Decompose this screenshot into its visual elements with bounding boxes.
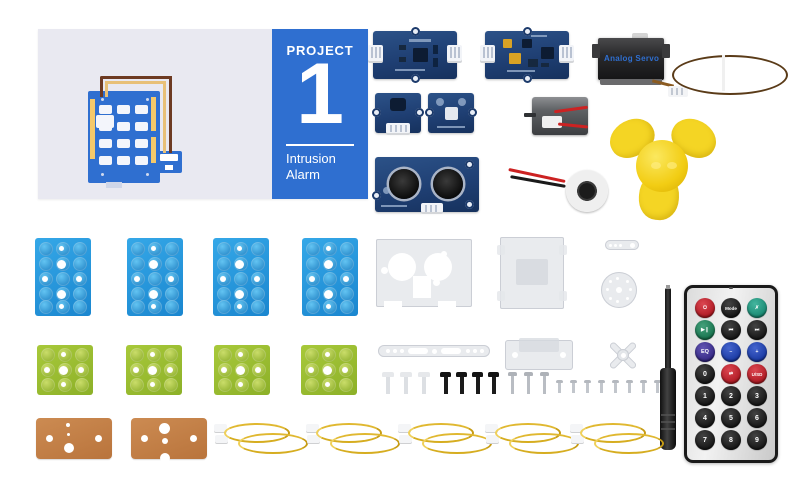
wire-tan-down [163, 81, 166, 153]
remote-six-button[interactable]: 6 [747, 408, 767, 428]
grove-driver-board [480, 27, 574, 83]
grove-ir-receiver-board [372, 93, 424, 135]
speaker-wire [508, 167, 570, 194]
green-building-brick [37, 345, 93, 395]
servo-horn-single-arm [605, 240, 639, 250]
white-plastic-screw [418, 372, 430, 394]
servo-horn-round-disc [601, 272, 637, 308]
remote-ir-led [729, 287, 733, 289]
small-silver-screw [640, 380, 647, 393]
motor-connector [542, 116, 562, 128]
fiberboard-plate-left [36, 418, 112, 459]
remote-power-button[interactable]: ⏻ [695, 298, 715, 318]
grove-cable [214, 422, 310, 454]
grove-pir-motion-sensor-board [425, 93, 477, 133]
acrylic-motor-bracket-plate [497, 237, 567, 309]
remote-play-pause-button[interactable]: ▶❙ [695, 320, 715, 340]
remote-eight-button[interactable]: 8 [721, 430, 741, 450]
analog-servo: Analog Servo [592, 33, 688, 97]
blue-building-brick [127, 238, 183, 316]
small-silver-screw [654, 380, 661, 393]
wire-dark-down [169, 76, 172, 153]
wire-dark [100, 77, 103, 97]
servo-horn-cross [604, 336, 642, 374]
white-plastic-screw [382, 372, 394, 394]
project-card: PROJECT 1 Intrusion Alarm [38, 29, 368, 199]
grey-machine-screw [524, 372, 533, 394]
remote-nine-button[interactable]: 9 [747, 430, 767, 450]
fiberboard-plate-right [131, 418, 207, 463]
green-building-brick [301, 345, 357, 395]
remote-next-button[interactable]: ⏭ [747, 320, 767, 340]
speaker-buzzer [566, 170, 608, 212]
black-plastic-rivet [472, 372, 483, 394]
small-silver-screw [598, 380, 605, 393]
project-subtitle-line1: Intrusion [286, 151, 336, 166]
black-plastic-rivet [440, 372, 451, 394]
acrylic-long-bracket [378, 345, 490, 357]
remote-repeat-button[interactable]: ⇄ [721, 364, 741, 384]
remote-three-button[interactable]: 3 [747, 386, 767, 406]
fan-blade [603, 110, 723, 222]
project-card-panel: PROJECT 1 Intrusion Alarm [272, 29, 368, 199]
grey-machine-screw [540, 372, 549, 394]
green-building-brick [214, 345, 270, 395]
dc-motor [524, 94, 594, 140]
grove-ultrasonic-ranger-board [372, 157, 479, 214]
remote-one-button[interactable]: 1 [695, 386, 715, 406]
grove-cable [398, 422, 494, 454]
remote-mode-button[interactable]: Mode [721, 298, 741, 318]
small-silver-screw [584, 380, 591, 393]
green-building-brick [126, 345, 182, 395]
black-plastic-rivet [456, 372, 467, 394]
remote-previous-button[interactable]: ⏮ [721, 320, 741, 340]
project-subtitle-line2: Alarm [286, 166, 320, 182]
small-silver-screw [626, 380, 633, 393]
remote-mute-button[interactable]: ✗ [747, 298, 767, 318]
grove-board-illustration [88, 91, 160, 188]
white-plastic-screw [400, 372, 412, 394]
remote-two-button[interactable]: 2 [721, 386, 741, 406]
remote-seven-button[interactable]: 7 [695, 430, 715, 450]
small-silver-screw [612, 380, 619, 393]
remote-eq-button[interactable]: EQ [695, 342, 715, 362]
servo-extension-wire [672, 55, 792, 97]
blue-building-brick [213, 238, 269, 316]
project-subtitle: Intrusion Alarm [286, 151, 336, 183]
grove-connector-illustration [156, 151, 182, 173]
wire-dark-top [100, 76, 172, 79]
remote-minus-button[interactable]: − [721, 342, 741, 362]
wire-tan-top [105, 81, 165, 84]
grove-sound-sensor-board [368, 27, 462, 83]
remote-five-button[interactable]: 5 [721, 408, 741, 428]
grove-cable [485, 422, 581, 454]
blue-building-brick [35, 238, 91, 316]
remote-four-button[interactable]: 4 [695, 408, 715, 428]
acrylic-u-bracket [505, 338, 573, 370]
project-eyebrow: PROJECT [286, 43, 354, 58]
servo-brand-text: Analog Servo [604, 54, 660, 63]
acrylic-sensor-mount-plate [376, 239, 472, 307]
wire-tan [105, 81, 108, 97]
small-silver-screw [570, 380, 577, 393]
remote-plus-button[interactable]: + [747, 342, 767, 362]
grove-cable [570, 422, 666, 454]
servo-connector [668, 86, 688, 97]
small-silver-screw [556, 380, 563, 393]
grove-cable [306, 422, 402, 454]
blue-building-brick [302, 238, 358, 316]
remote-zero-button[interactable]: 0 [695, 364, 715, 384]
project-number: 1 [296, 46, 344, 142]
grey-machine-screw [508, 372, 517, 394]
black-plastic-rivet [488, 372, 499, 394]
project-divider [286, 144, 354, 146]
screwdriver [659, 285, 677, 458]
remote-usd-button[interactable]: U/SD [747, 364, 767, 384]
